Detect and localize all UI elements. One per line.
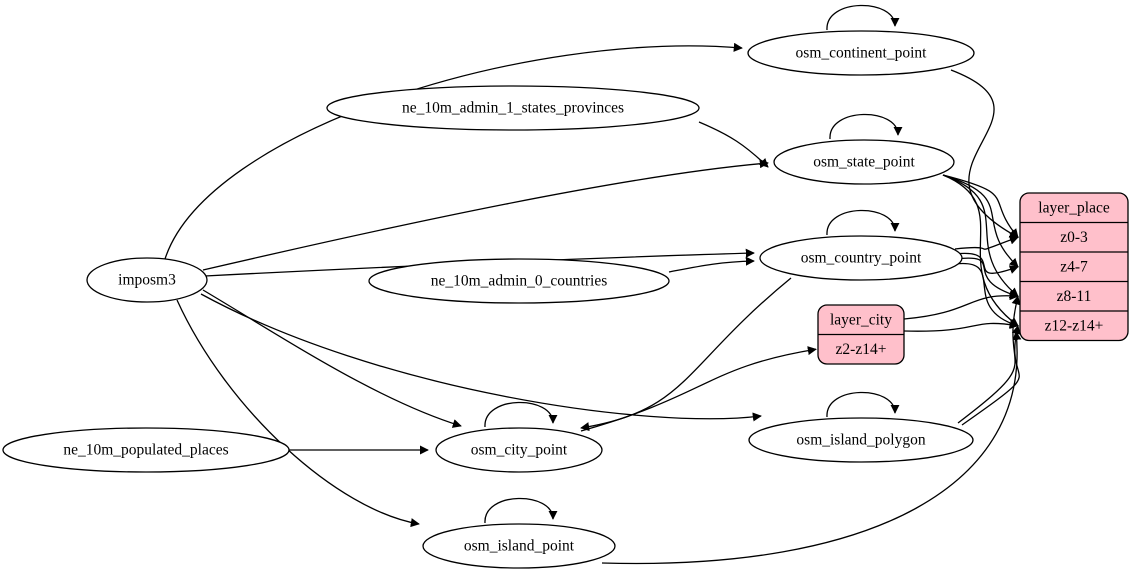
edge-osm_island_polygon-z12-z14+: [961, 324, 1021, 426]
record-row-z2-z14+[interactable]: z2-z14+: [836, 341, 887, 358]
node-imposm3[interactable]: imposm3: [86, 257, 208, 303]
edge-layer: [164, 4, 1022, 565]
node-label: osm_country_point: [801, 250, 922, 267]
edge-self-loop-osm_continent_point: [826, 4, 900, 31]
node-label: ne_10m_admin_1_states_provinces: [402, 100, 624, 117]
node-label: ne_10m_admin_0_countries: [431, 273, 608, 290]
edge-osm_state_point-z8-11: [942, 174, 1019, 297]
record-row-z8-11[interactable]: z8-11: [1057, 288, 1092, 305]
node-osm_city_point[interactable]: osm_city_point: [435, 427, 603, 473]
edge-imposm3-osm_state_point: [202, 159, 769, 271]
edge-osm_island_point-z12-z14+: [601, 330, 1022, 565]
node-label: osm_continent_point: [796, 45, 928, 62]
node-osm_island_point[interactable]: osm_island_point: [422, 523, 616, 569]
edge-osm_island_polygon-z8-11: [957, 295, 1021, 424]
node-ne_10m_populated_places[interactable]: ne_10m_populated_places: [2, 427, 290, 473]
record-row-z12-z14+[interactable]: z12-z14+: [1045, 317, 1104, 334]
edge-ne_countries-osm_country_point: [668, 256, 755, 273]
edge-osm_country_point-z12-z14+: [954, 262, 1019, 328]
edge-ne_states-osm_state_point: [698, 121, 769, 168]
record-header-label: layer_city: [830, 311, 892, 328]
node-label: ne_10m_populated_places: [63, 442, 228, 459]
edge-imposm3-osm_island_point: [176, 299, 420, 528]
edge-self-loop-osm_island_polygon: [826, 391, 900, 418]
node-label: imposm3: [118, 272, 176, 289]
edge-osm_country_point-osm_city_point: [580, 277, 792, 432]
edge-layer_city-z8-11: [903, 291, 1019, 320]
record-node-layer_city[interactable]: layer_city z2-z14+: [817, 304, 905, 365]
node-label: osm_city_point: [471, 442, 568, 459]
node-label: osm_island_point: [464, 538, 575, 555]
node-osm_country_point[interactable]: osm_country_point: [759, 235, 963, 281]
edge-osm_state_point-z12-z14+: [942, 174, 1019, 327]
edge-layer_city-z12-z14+: [903, 319, 1019, 332]
edge-self-loop-osm_state_point: [829, 113, 903, 140]
node-ne_10m_admin_0_countries[interactable]: ne_10m_admin_0_countries: [368, 258, 670, 304]
edge-osm_state_point-z4-7: [942, 174, 1019, 268]
node-layer: imposm3 ne_10m_admin_1_states_provincesne…: [2, 30, 1129, 569]
record-row-z0-3[interactable]: z0-3: [1060, 229, 1088, 246]
edge-osm_continent_point-z0-3: [950, 69, 1019, 238]
node-ne_10m_admin_1_states_provinces[interactable]: ne_10m_admin_1_states_provinces: [326, 85, 700, 131]
edge-osm_state_point-z0-3: [942, 174, 1019, 238]
node-label: osm_island_polygon: [796, 432, 925, 449]
node-osm_island_polygon[interactable]: osm_island_polygon: [748, 417, 974, 463]
node-osm_state_point[interactable]: osm_state_point: [773, 139, 955, 185]
edge-imposm3-osm_island_polygon: [200, 293, 762, 422]
edge-imposm3-osm_city_point: [202, 289, 462, 428]
edge-self-loop-osm_island_point: [484, 497, 558, 524]
edge-self-loop-osm_city_point: [484, 401, 558, 428]
edge-osm_city_point-layer_city: [580, 346, 817, 432]
node-label: osm_state_point: [813, 154, 915, 171]
edge-imposm3-osm_continent_point: [164, 42, 743, 260]
record-header-label: layer_place: [1038, 199, 1110, 216]
edge-self-loop-osm_country_point: [826, 209, 900, 236]
record-row-z4-7[interactable]: z4-7: [1060, 258, 1088, 275]
node-osm_continent_point[interactable]: osm_continent_point: [747, 30, 975, 76]
edge-osm_country_point-z8-11: [954, 257, 1019, 299]
edge-osm_country_point-z0-3: [954, 235, 1019, 250]
record-node-layer_place[interactable]: layer_place z0-3 z4-7 z8-11 z12-z14+: [1019, 192, 1129, 342]
